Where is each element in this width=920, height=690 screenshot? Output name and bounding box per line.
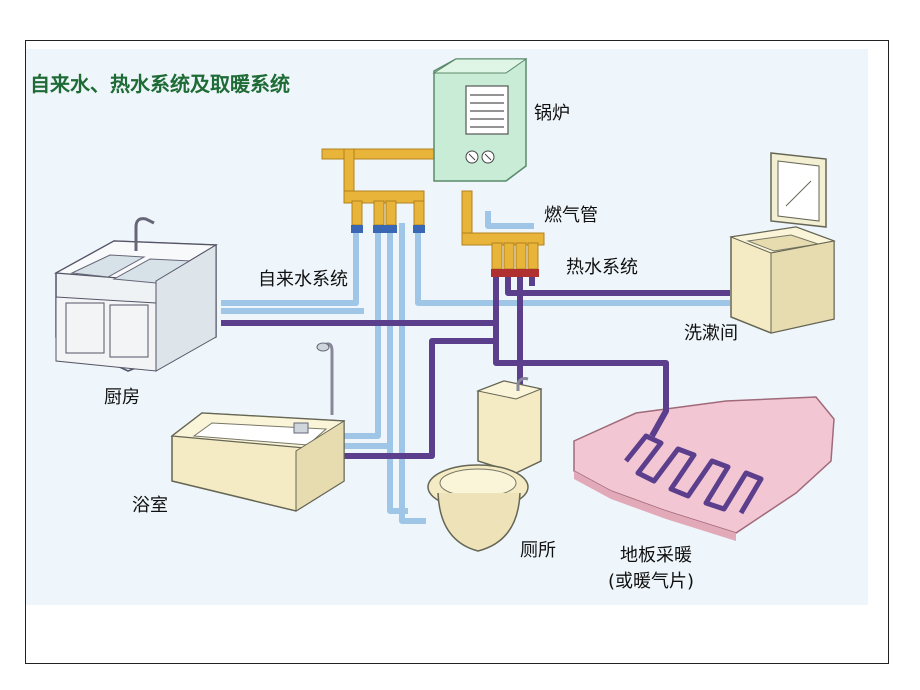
label-cold-water-system: 自来水系统 [258,269,348,290]
label-floor-heating-note: (或暖气片) [608,571,694,592]
washroom-basin [729,152,836,334]
label-toilet: 厕所 [520,540,556,561]
kitchen-sink [53,217,219,372]
label-floor-heating: 地板采暖 [620,545,692,566]
label-bathroom: 浴室 [132,495,168,516]
valve-bands [351,225,539,277]
bathtub [170,342,346,512]
floor-heating-coil [624,433,764,515]
label-washroom: 洗漱间 [684,323,738,344]
label-boiler: 锅炉 [534,103,570,124]
label-gas-pipe: 燃气管 [544,205,598,226]
floor-heating-slab [573,396,835,541]
diagram-title: 自来水、热水系统及取暖系统 [30,72,290,96]
label-kitchen: 厨房 [104,387,140,408]
toilet [427,377,543,552]
label-hot-water-system: 热水系统 [566,257,638,278]
slide-frame: 自来水、热水系统及取暖系统 [25,40,889,664]
water-heating-diagram: 自来水、热水系统及取暖系统 [26,49,868,605]
boiler [432,58,528,182]
